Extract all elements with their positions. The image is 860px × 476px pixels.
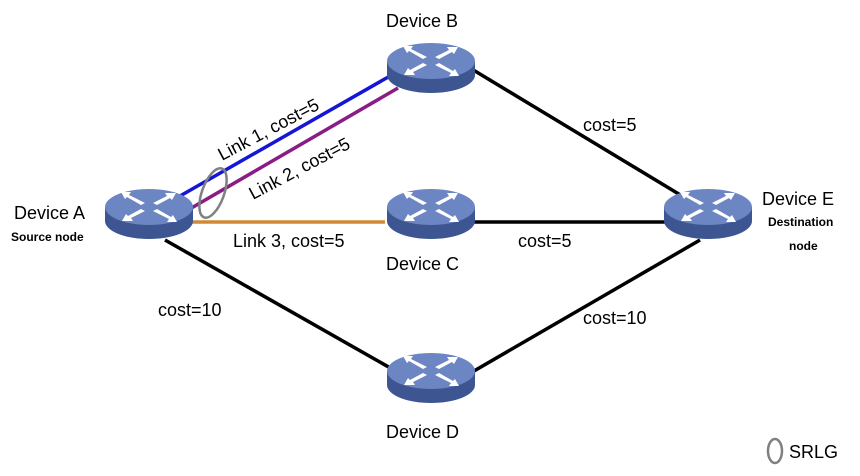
device-d-icon bbox=[387, 353, 475, 403]
link-1 bbox=[179, 74, 391, 198]
link-d-e bbox=[454, 238, 701, 384]
link-2 bbox=[187, 86, 399, 212]
link-3-label: Link 3, cost=5 bbox=[233, 231, 345, 251]
device-b-icon bbox=[387, 43, 475, 93]
device-e-role-line1: Destination bbox=[768, 215, 833, 229]
device-a-icon bbox=[105, 189, 193, 239]
device-e-role-line2: node bbox=[789, 239, 818, 253]
legend-srlg-label: SRLG bbox=[789, 442, 838, 462]
link-a-d-label: cost=10 bbox=[158, 300, 222, 320]
device-a-label: Device A bbox=[14, 203, 85, 223]
link-b-e-label: cost=5 bbox=[583, 115, 637, 135]
link-c-e-label: cost=5 bbox=[518, 231, 572, 251]
device-d-label: Device D bbox=[386, 422, 459, 442]
link-a-d bbox=[164, 238, 416, 384]
device-e-icon bbox=[664, 189, 752, 239]
device-c-label: Device C bbox=[386, 254, 459, 274]
device-b-label: Device B bbox=[386, 11, 458, 31]
device-e-label: Device E bbox=[762, 189, 834, 209]
link-b-e bbox=[469, 66, 693, 204]
legend-srlg-icon bbox=[766, 437, 784, 465]
link-d-e-label: cost=10 bbox=[583, 308, 647, 328]
device-c-icon bbox=[387, 189, 475, 239]
device-a-role: Source node bbox=[11, 230, 84, 244]
srlg-ellipse bbox=[198, 167, 228, 219]
